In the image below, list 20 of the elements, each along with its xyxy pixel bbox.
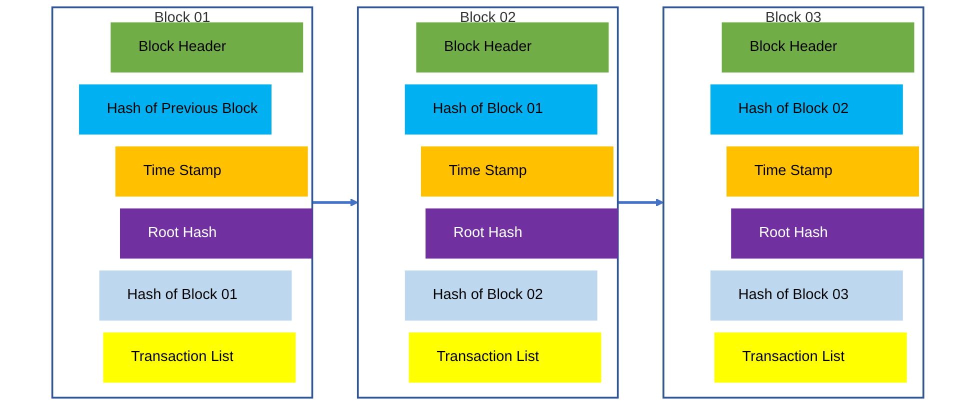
node-box: Hash of Block 01 <box>405 84 598 135</box>
arrow <box>312 198 358 206</box>
node-box: Hash of Block 01 <box>99 270 292 321</box>
node-box: Block Header <box>722 22 914 73</box>
node-box: Block Header <box>416 22 609 73</box>
node-box: Hash of Previous Block <box>79 84 272 135</box>
node-box: Transaction List <box>714 332 907 383</box>
node-box: Hash of Block 03 <box>710 270 904 321</box>
node-box: Root Hash <box>731 208 924 259</box>
node-box: Root Hash <box>120 208 313 259</box>
arrow <box>618 198 664 206</box>
node-box: Root Hash <box>426 208 618 259</box>
node-box: Time Stamp <box>726 146 920 197</box>
node-box: Hash of Block 02 <box>710 84 904 135</box>
node-box: Time Stamp <box>421 146 614 197</box>
node-box: Transaction List <box>408 332 602 383</box>
node-box: Transaction List <box>103 332 296 383</box>
node-box: Time Stamp <box>116 146 308 197</box>
node-box: Hash of Block 02 <box>405 270 598 321</box>
node-box: Block Header <box>110 22 304 73</box>
